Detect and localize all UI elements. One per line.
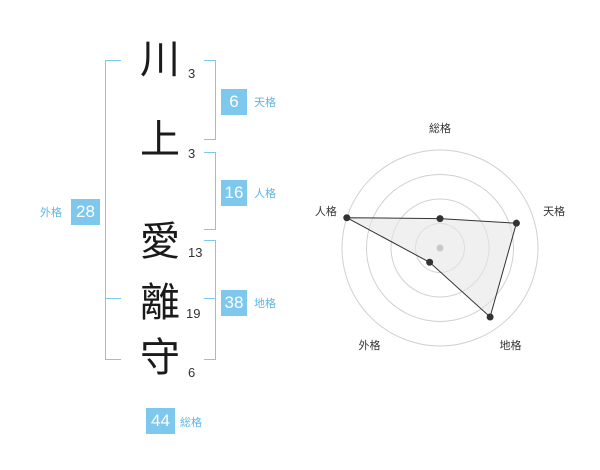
name-char-1: 川 xyxy=(140,37,180,83)
gaikaku-bracket xyxy=(105,60,121,360)
jinkaku-bracket xyxy=(204,152,216,230)
name-char-4: 離 xyxy=(140,280,180,326)
radar-center-dot xyxy=(436,244,444,252)
soukaku-label: 総格 xyxy=(180,416,202,429)
tenkaku-bracket xyxy=(204,60,216,140)
radar-axis-label-3: 地格 xyxy=(500,338,522,352)
radar-point-1 xyxy=(436,215,444,223)
radar-axis-label-5: 人格 xyxy=(315,204,337,218)
chikaku-bracket-divider xyxy=(204,298,216,299)
stroke-count-1: 3 xyxy=(188,66,196,81)
chikaku-label: 地格 xyxy=(254,297,276,310)
radar-axis-label-4: 外格 xyxy=(359,338,381,352)
radar-ring xyxy=(341,149,539,347)
gaikaku-label: 外格 xyxy=(40,206,62,219)
stroke-count-5: 6 xyxy=(188,365,196,380)
radar-point-5 xyxy=(343,214,351,222)
stroke-count-3: 13 xyxy=(188,245,203,260)
radar-axis-label-1: 総格 xyxy=(429,121,451,135)
jinkaku-value: 16 xyxy=(221,180,247,206)
gaikaku-value: 28 xyxy=(71,199,100,225)
name-char-5: 守 xyxy=(140,335,180,381)
tenkaku-value: 6 xyxy=(221,89,247,115)
radar-ring xyxy=(366,174,514,322)
tenkaku-label: 天格 xyxy=(254,96,276,109)
stroke-count-4: 19 xyxy=(186,306,201,321)
radar-point-4 xyxy=(426,258,434,266)
soukaku-value: 44 xyxy=(146,408,175,434)
chikaku-value: 38 xyxy=(221,290,247,316)
radar-area xyxy=(346,217,518,318)
chikaku-bracket xyxy=(204,240,216,360)
name-char-3: 愛 xyxy=(140,219,180,265)
radar-axis-label-2: 天格 xyxy=(543,204,565,218)
gaikaku-bracket-divider xyxy=(105,298,121,299)
name-char-2: 上 xyxy=(140,117,180,163)
jinkaku-label: 人格 xyxy=(254,187,276,200)
radar-point-2 xyxy=(512,219,520,227)
stroke-count-2: 3 xyxy=(188,146,196,161)
radar-point-3 xyxy=(486,313,494,321)
